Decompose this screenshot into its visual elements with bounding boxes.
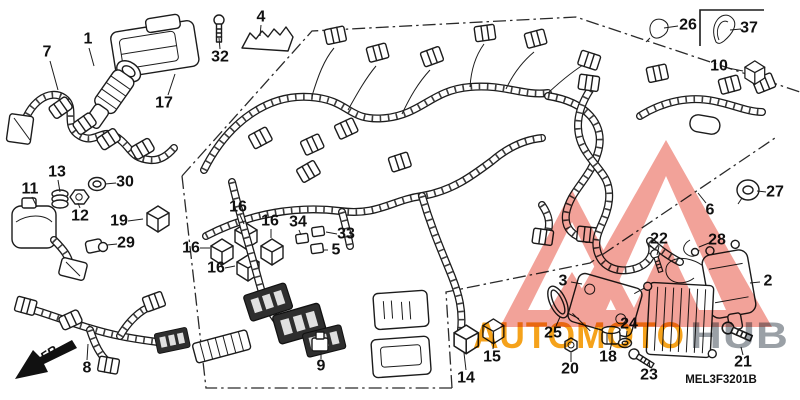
callout-label-15: 15 bbox=[483, 349, 501, 366]
watermark-text: AUTOMOTO HUB bbox=[471, 313, 791, 359]
fuse-box bbox=[370, 335, 432, 379]
watermark-logo bbox=[500, 140, 772, 327]
callout-leader-13 bbox=[57, 179, 61, 193]
callout-label-34: 34 bbox=[289, 214, 307, 231]
watermark-text-secondary: HUB bbox=[690, 315, 789, 356]
callout-label-16: 16 bbox=[182, 240, 200, 257]
callout-leader-15 bbox=[492, 340, 495, 350]
callout-leader-16 bbox=[239, 214, 245, 225]
callout-leader-32 bbox=[218, 37, 221, 50]
callout-leader-23 bbox=[648, 360, 651, 369]
callout-leader-18 bbox=[609, 341, 613, 351]
callout-leader-34 bbox=[298, 229, 302, 236]
part-20-nut bbox=[564, 337, 578, 353]
callout-label-37: 37 bbox=[740, 20, 758, 37]
callout-label-21: 21 bbox=[734, 354, 752, 371]
part-9-connector bbox=[311, 331, 329, 352]
callout-label-27: 27 bbox=[766, 184, 784, 201]
part-34-fuse bbox=[294, 232, 310, 245]
callout-label-33: 33 bbox=[337, 226, 355, 243]
callout-label-4: 4 bbox=[257, 9, 266, 26]
callout-leader-6 bbox=[697, 192, 707, 204]
callout-leader-12 bbox=[77, 202, 81, 209]
callout-leader-21 bbox=[740, 346, 744, 356]
callout-label-9: 9 bbox=[317, 358, 326, 375]
callout-label-6: 6 bbox=[706, 202, 715, 219]
callout-label-12: 12 bbox=[71, 208, 89, 225]
callout-leader-2 bbox=[749, 281, 761, 284]
part-7-harness bbox=[5, 95, 174, 160]
callout-leader-10 bbox=[727, 67, 744, 72]
fuse-box-cover bbox=[372, 289, 430, 331]
part-37-band bbox=[713, 14, 736, 44]
part-28-clamp bbox=[683, 239, 700, 257]
callout-label-5: 5 bbox=[332, 242, 341, 259]
callout-leader-7 bbox=[49, 60, 59, 91]
callout-leader-1 bbox=[88, 47, 95, 67]
part-4-bracket bbox=[241, 26, 294, 52]
fr-direction-arrow: FR. bbox=[15, 340, 77, 379]
part-32-bolt bbox=[213, 14, 225, 43]
part-5-fuse bbox=[309, 242, 325, 255]
callout-label-17: 17 bbox=[155, 95, 173, 112]
callout-leader-24 bbox=[625, 330, 628, 340]
callout-label-16: 16 bbox=[229, 199, 247, 216]
callout-label-8: 8 bbox=[83, 360, 92, 377]
callout-leader-22 bbox=[656, 245, 660, 256]
callout-leader-29 bbox=[106, 243, 118, 246]
part-11-relay-assy bbox=[11, 197, 88, 281]
callout-leader-26 bbox=[663, 25, 679, 29]
callout-label-20: 20 bbox=[561, 361, 579, 378]
callout-label-10: 10 bbox=[710, 58, 728, 75]
part-26-clip bbox=[645, 18, 669, 43]
part-30-grommet bbox=[87, 176, 107, 192]
main-wire-harness bbox=[191, 23, 601, 364]
callout-label-14: 14 bbox=[457, 370, 475, 387]
part-13-boot bbox=[51, 189, 69, 209]
callout-leader-17 bbox=[167, 73, 176, 96]
callout-leader-37 bbox=[729, 28, 742, 31]
callout-label-1: 1 bbox=[84, 31, 93, 48]
callout-label-2: 2 bbox=[764, 273, 773, 290]
callout-leader-33 bbox=[325, 231, 338, 235]
callout-label-13: 13 bbox=[48, 164, 66, 181]
part-6-harness bbox=[578, 63, 777, 270]
callout-leader-27 bbox=[756, 190, 767, 193]
callout-label-19: 19 bbox=[110, 213, 128, 230]
callout-leader-30 bbox=[104, 182, 117, 185]
callout-leader-4 bbox=[259, 24, 262, 37]
part-24-washer bbox=[617, 337, 633, 349]
callout-leader-19 bbox=[127, 218, 144, 222]
part-27-grommet bbox=[736, 179, 760, 205]
callout-label-26: 26 bbox=[679, 17, 697, 34]
callout-label-18: 18 bbox=[599, 349, 617, 366]
callout-label-29: 29 bbox=[117, 235, 135, 252]
part-29-sensor bbox=[84, 238, 109, 254]
callout-leader-11 bbox=[31, 196, 38, 208]
callout-label-11: 11 bbox=[22, 181, 39, 198]
callout-label-22: 22 bbox=[650, 231, 668, 248]
callout-label-23: 23 bbox=[640, 367, 658, 384]
callout-label-32: 32 bbox=[211, 49, 229, 66]
callout-label-7: 7 bbox=[43, 44, 52, 61]
part-12-sensor bbox=[69, 189, 90, 205]
callout-label-16: 16 bbox=[261, 213, 279, 230]
callout-label-30: 30 bbox=[116, 174, 134, 191]
part-33-fuse bbox=[310, 225, 326, 238]
diagram-code: MEL3F3201B bbox=[685, 374, 757, 386]
callout-leader-14 bbox=[463, 352, 467, 371]
callout-label-16: 16 bbox=[207, 260, 225, 277]
callout-label-3: 3 bbox=[559, 273, 568, 290]
callout-leader-16 bbox=[224, 265, 236, 269]
detail-bracket-37 bbox=[699, 9, 764, 46]
callout-labels: 7117324263710276222823252018242321141598… bbox=[22, 9, 784, 387]
watermark-text-primary: AUTOMOTO bbox=[473, 315, 685, 356]
callout-leader-8 bbox=[86, 343, 89, 361]
callout-label-25: 25 bbox=[544, 325, 562, 342]
part-19-connector bbox=[146, 205, 170, 233]
